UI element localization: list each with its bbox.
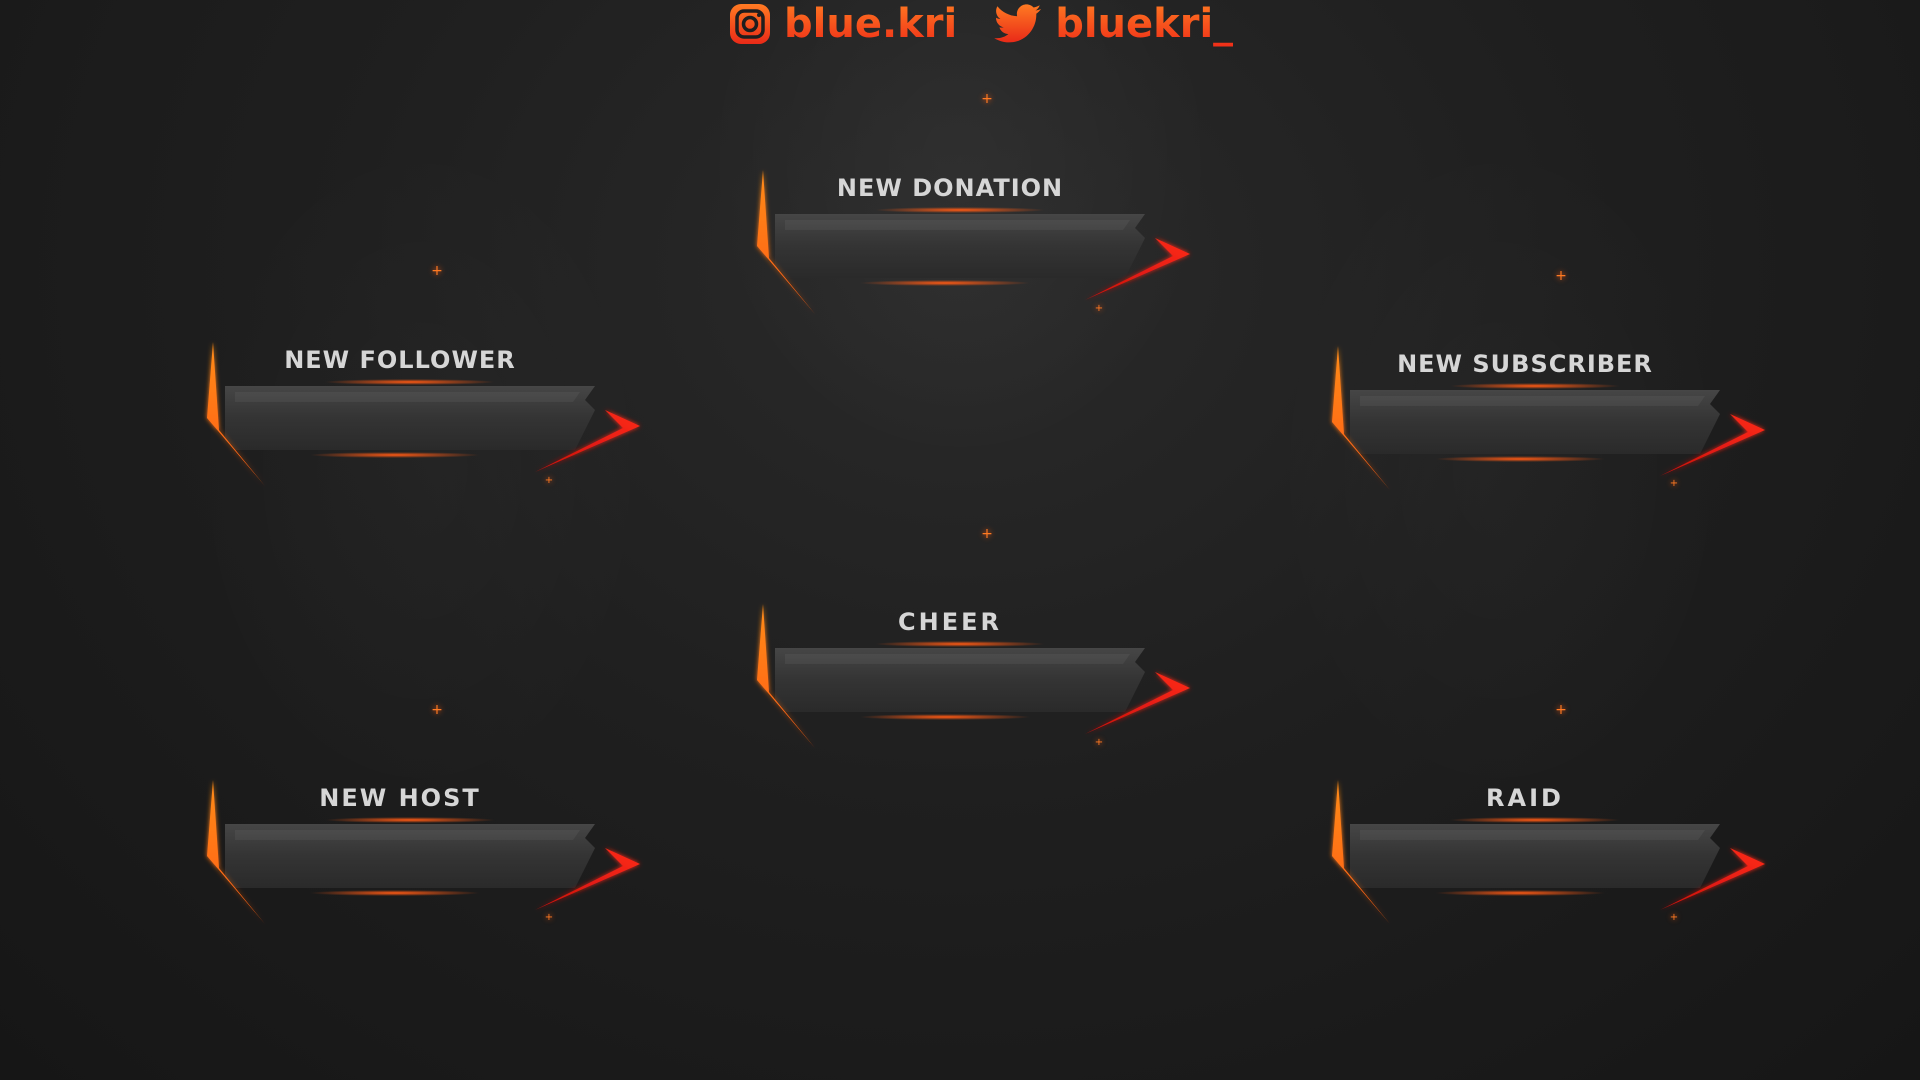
left-bracket — [757, 604, 815, 748]
alert-frame — [207, 342, 640, 486]
alert-title: NEW DONATION — [836, 174, 1064, 202]
alert-title: NEW SUBSCRIBER — [1397, 350, 1653, 378]
glow-line — [1435, 890, 1605, 896]
alert-cheer: CHEER — [745, 602, 1205, 762]
glow-line — [860, 280, 1030, 286]
instagram-link[interactable]: blue.kri — [728, 1, 957, 47]
alert-frame — [1332, 780, 1765, 924]
sparkle-icon: + — [431, 263, 443, 279]
instagram-icon — [730, 4, 770, 44]
instagram-handle: blue.kri — [784, 1, 958, 47]
glow-line — [1450, 383, 1620, 389]
left-bracket — [757, 170, 815, 314]
glow-line — [325, 817, 495, 823]
sparkle-icon: + — [1669, 912, 1679, 923]
alert-frame — [757, 170, 1190, 314]
alert-title: NEW FOLLOWER — [284, 346, 516, 374]
alert-frame — [207, 780, 640, 924]
sparkle-icon: + — [981, 91, 993, 107]
glow-line — [1450, 817, 1620, 823]
social-handles: blue.kri bluekri_ — [728, 0, 1269, 48]
sparkle-icon: + — [1669, 478, 1679, 489]
twitter-handle: bluekri_ — [1055, 1, 1234, 47]
alert-title: NEW HOST — [319, 784, 481, 812]
glow-line — [325, 379, 495, 385]
left-bracket — [1332, 346, 1390, 490]
alert-frame — [1332, 346, 1765, 490]
sparkle-icon: + — [981, 526, 993, 542]
sparkle-icon: + — [544, 912, 554, 923]
alert-new-subscriber: NEW SUBSCRIBER — [1320, 344, 1780, 504]
twitter-bird-icon — [994, 4, 1042, 43]
sparkle-icon: + — [1555, 702, 1567, 718]
glow-line — [860, 714, 1030, 720]
alert-title: RAID — [1486, 784, 1564, 812]
glow-line — [310, 890, 480, 896]
twitter-link[interactable]: bluekri_ — [993, 1, 1233, 47]
alert-frame — [757, 604, 1190, 748]
glow-line — [875, 207, 1045, 213]
glow-line — [875, 641, 1045, 647]
glow-line — [310, 452, 480, 458]
glow-line — [1435, 456, 1605, 462]
alert-title: CHEER — [898, 608, 1002, 636]
sparkle-icon: + — [1094, 303, 1104, 314]
sparkle-icon: + — [431, 702, 443, 718]
alert-new-follower: NEW FOLLOWER — [195, 340, 655, 500]
alert-raid: RAID — [1320, 778, 1780, 938]
alert-new-host: NEW HOST — [195, 778, 655, 938]
sparkle-icon: + — [1555, 268, 1567, 284]
left-bracket — [207, 780, 265, 924]
sparkle-icon: + — [1094, 737, 1104, 748]
left-bracket — [207, 342, 265, 486]
left-bracket — [1332, 780, 1390, 924]
alert-new-donation: NEW DONATION — [745, 168, 1205, 328]
sparkle-icon: + — [544, 475, 554, 486]
